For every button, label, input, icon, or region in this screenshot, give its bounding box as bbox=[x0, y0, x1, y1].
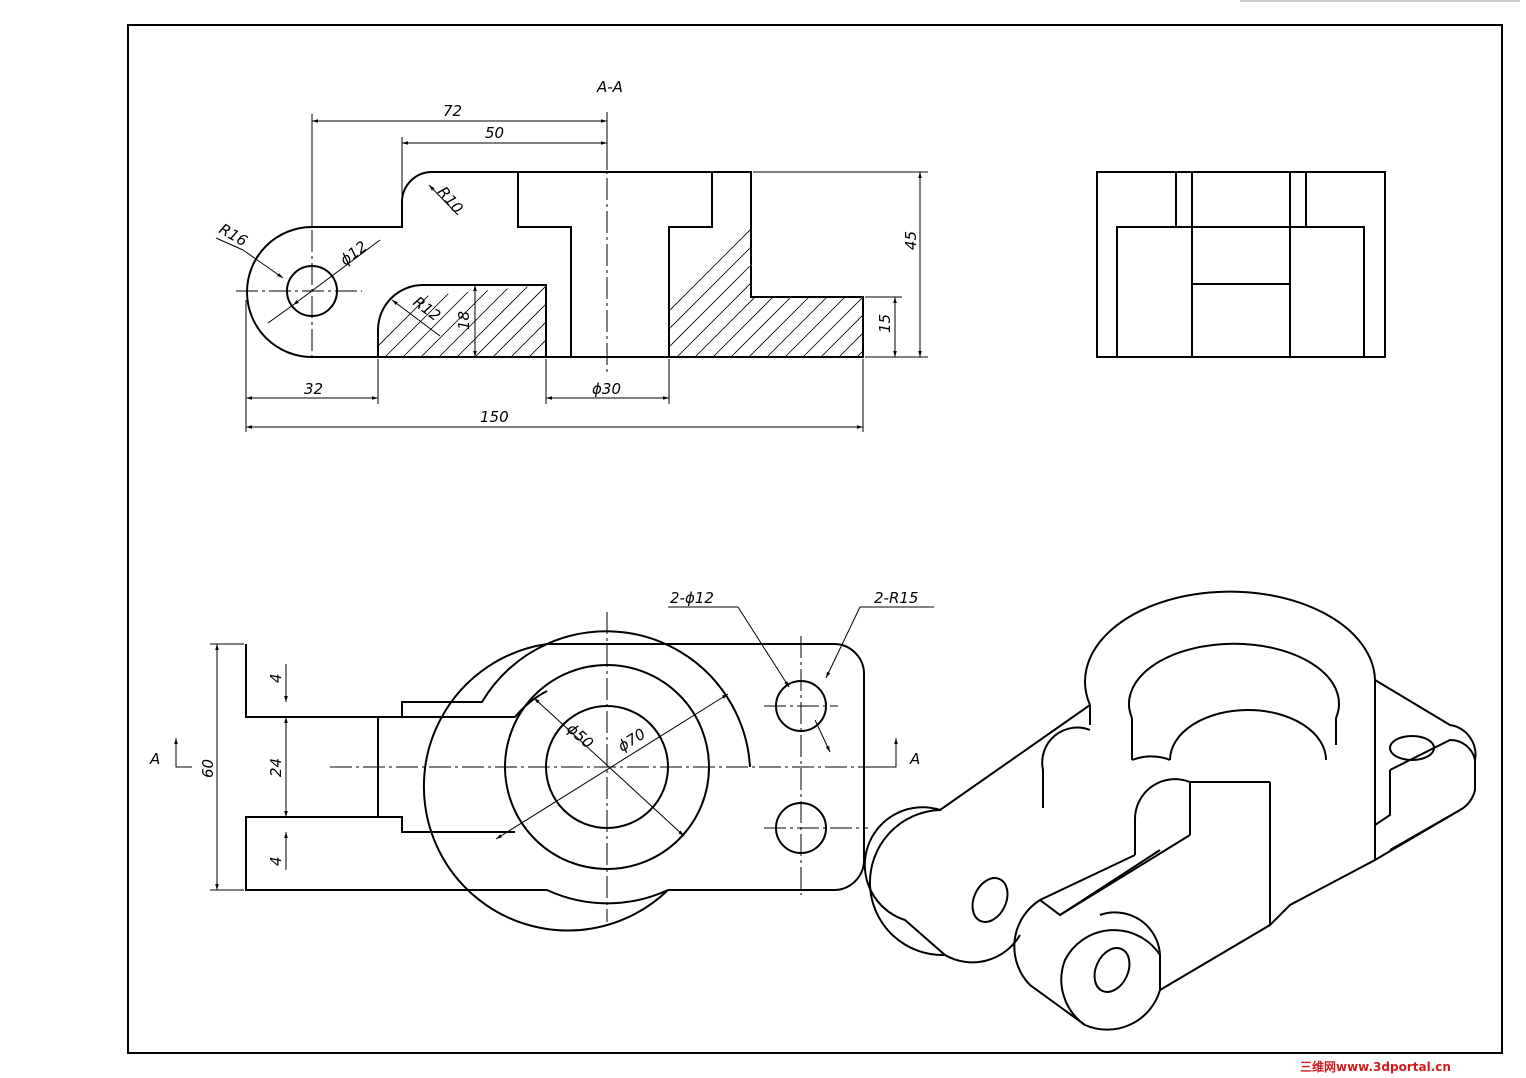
cut-mark-right: A bbox=[909, 750, 920, 768]
dim-2-phi12: 2-ϕ12 bbox=[670, 589, 714, 607]
dim-r12: R12 bbox=[410, 293, 444, 325]
cut-mark-left: A bbox=[149, 750, 160, 768]
drawing-frame bbox=[127, 24, 1503, 1054]
hatch-right bbox=[669, 172, 863, 357]
watermark: 三维网www.3dportal.cn bbox=[1300, 1059, 1451, 1074]
dim-phi12: ϕ12 bbox=[337, 237, 371, 269]
section-view-a-a: A-A bbox=[215, 78, 928, 432]
dim-2-r15: 2-R15 bbox=[874, 589, 918, 607]
side-view bbox=[1096, 171, 1386, 358]
dim-phi50: ϕ50 bbox=[563, 720, 597, 753]
dim-72: 72 bbox=[443, 102, 462, 120]
hatch-left bbox=[378, 285, 546, 357]
dim-60: 60 bbox=[199, 759, 217, 778]
section-label: A-A bbox=[596, 78, 623, 96]
isometric-view bbox=[863, 590, 1477, 1031]
dim-50: 50 bbox=[485, 124, 504, 142]
dim-4-bottom: 4 bbox=[267, 856, 285, 866]
dim-phi70: ϕ70 bbox=[615, 725, 649, 756]
slot-profile bbox=[377, 284, 547, 357]
dim-r10: R10 bbox=[434, 183, 467, 217]
dim-32: 32 bbox=[304, 380, 323, 398]
dim-150: 150 bbox=[480, 408, 509, 426]
dim-18: 18 bbox=[455, 311, 473, 330]
top-view: ϕ50 ϕ70 2-ϕ12 2-R15 60 4 24 4 A A bbox=[149, 589, 934, 932]
section-outline bbox=[246, 171, 864, 358]
dim-45: 45 bbox=[902, 231, 920, 250]
dim-15: 15 bbox=[876, 314, 894, 333]
dim-phi30: ϕ30 bbox=[592, 380, 621, 398]
dim-4-top: 4 bbox=[267, 673, 285, 683]
top-outline bbox=[245, 643, 865, 905]
dim-24: 24 bbox=[267, 758, 285, 777]
counterbore bbox=[517, 172, 572, 357]
bore-right bbox=[668, 172, 713, 357]
